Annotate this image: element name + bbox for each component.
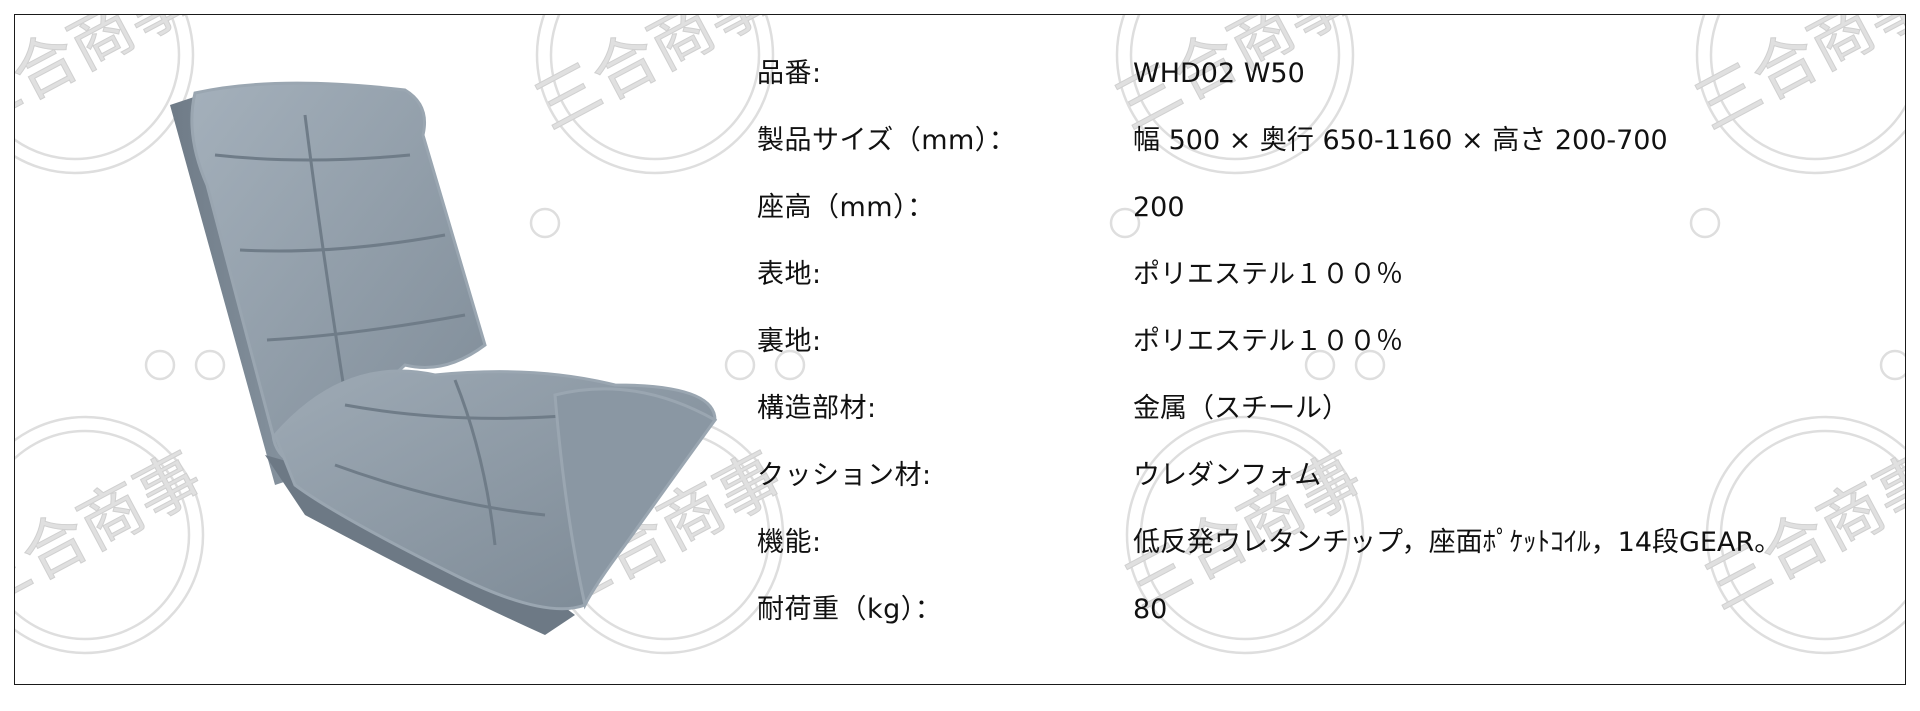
spec-row-seat-height: 座高（mm）： 200 xyxy=(15,188,1905,228)
spec-value: ポリエステル１００％ xyxy=(1133,259,1403,290)
spec-row-part-number: 品番: WHD02 W50 xyxy=(15,54,1905,94)
spec-label: 表地: xyxy=(757,259,822,290)
spec-value: 低反発ウレタンチップ，座面ﾎﾟｹｯﾄｺｲﾙ，14段GEAR。 xyxy=(1133,527,1782,558)
spec-value: WHD02 W50 xyxy=(1133,58,1305,89)
spec-row-outer-fabric: 表地: ポリエステル１００％ xyxy=(15,255,1905,295)
spec-value: 200 xyxy=(1133,192,1185,223)
spec-value: 80 xyxy=(1133,594,1168,625)
spec-row-load-capacity: 耐荷重（kg）： 80 xyxy=(15,590,1905,630)
spec-label: 構造部材: xyxy=(757,393,877,424)
spec-label: 機能: xyxy=(757,527,822,558)
spec-row-function: 機能: 低反発ウレタンチップ，座面ﾎﾟｹｯﾄｺｲﾙ，14段GEAR。 xyxy=(15,523,1905,563)
spec-label: 座高（mm）： xyxy=(757,192,935,223)
spec-label: クッション材: xyxy=(757,460,932,491)
spec-row-structure: 構造部材: 金属（スチール） xyxy=(15,389,1905,429)
spec-value: 幅 500 × 奥行 650-1160 × 高さ 200-700 xyxy=(1133,125,1668,156)
spec-label: 耐荷重（kg）： xyxy=(757,594,943,625)
spec-label: 品番: xyxy=(757,58,822,89)
spec-table: 品番: WHD02 W50 製品サイズ（mm）： 幅 500 × 奥行 650-… xyxy=(15,15,1905,684)
spec-label: 製品サイズ（mm）： xyxy=(757,125,1017,156)
spec-row-cushion: クッション材: ウレダンフォム xyxy=(15,456,1905,496)
spec-value: 金属（スチール） xyxy=(1133,393,1349,424)
spec-value: ウレダンフォム xyxy=(1133,460,1322,491)
floor-chair-image xyxy=(170,81,718,635)
spec-sheet-frame: 三合商事 三合商事 三合商事 三合商事 三合商事 三合商事 xyxy=(14,14,1906,685)
spec-value: ポリエステル１００％ xyxy=(1133,326,1403,357)
spec-label: 裏地: xyxy=(757,326,822,357)
spec-row-lining: 裏地: ポリエステル１００％ xyxy=(15,322,1905,362)
spec-row-product-size: 製品サイズ（mm）： 幅 500 × 奥行 650-1160 × 高さ 200-… xyxy=(15,121,1905,161)
